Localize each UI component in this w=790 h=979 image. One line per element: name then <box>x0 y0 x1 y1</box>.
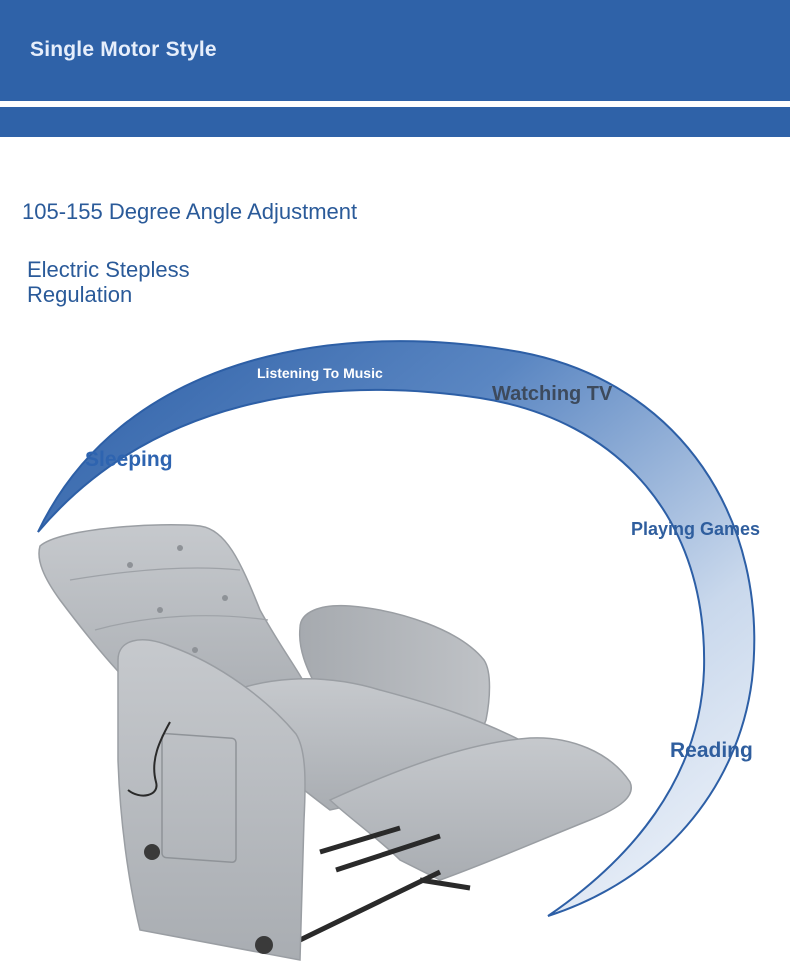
recline-mechanism <box>298 825 471 943</box>
footrest <box>328 737 632 881</box>
label-listening-to-music: Listening To Music <box>257 365 383 381</box>
label-playing-games: Playing Games <box>631 519 761 539</box>
caster-wheel <box>255 936 273 954</box>
angle-adjustment-heading: 105-155 Degree Angle Adjustment <box>22 199 358 224</box>
stepless-line-1: Electric Stepless <box>27 257 190 282</box>
side-pocket <box>161 732 237 863</box>
label-reading: Reading <box>670 739 753 762</box>
backrest <box>38 524 310 719</box>
label-watching-tv: Watching TV <box>492 383 613 405</box>
arc-band <box>37 340 756 917</box>
label-sleeping: Sleeping <box>85 448 173 471</box>
caster-wheel <box>144 844 160 860</box>
left-armrest <box>117 639 306 961</box>
banner-stripe <box>0 107 790 137</box>
banner-title: Single Motor Style <box>30 38 217 61</box>
remote-cable <box>127 721 171 797</box>
stepless-line-2: Regulation <box>27 282 133 307</box>
stepless-regulation-heading: Electric Stepless Regulation <box>27 257 287 307</box>
top-banner: Single Motor Style <box>0 0 790 101</box>
recliner-chair <box>38 524 632 961</box>
